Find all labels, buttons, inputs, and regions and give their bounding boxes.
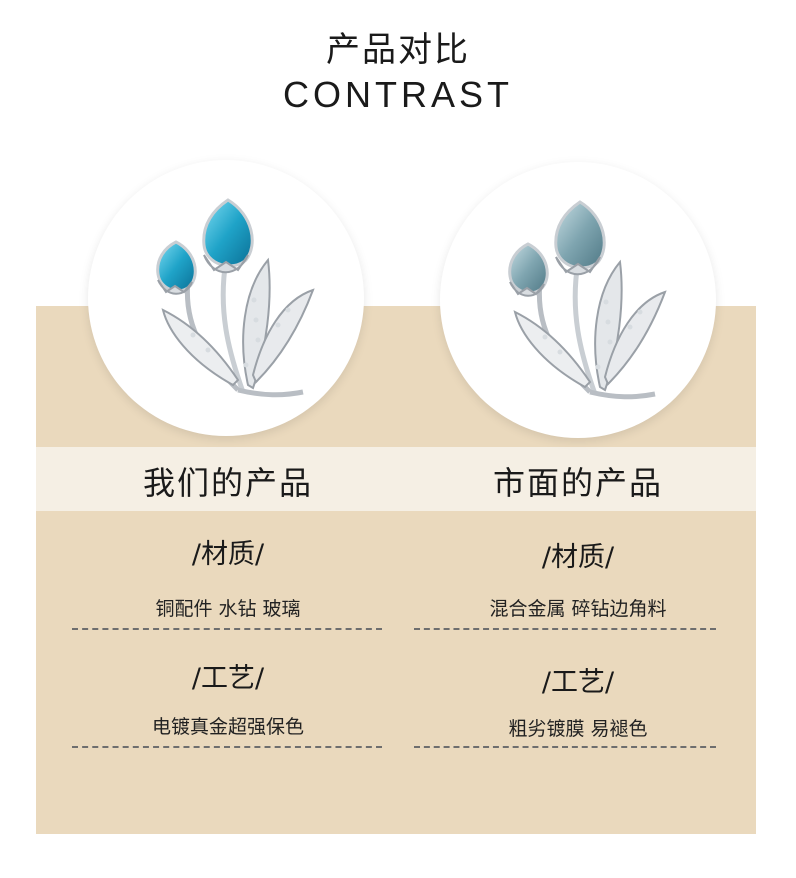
market-material-label: /材质/	[541, 542, 615, 573]
our-product-heading: 我们的产品	[142, 464, 313, 502]
title-en: CONTRAST	[283, 74, 513, 115]
our-craft-value: 电镀真金超强保色	[151, 716, 304, 738]
market-product-image	[440, 162, 716, 438]
market-material-value: 混合金属 碎钻边角料	[489, 598, 667, 620]
market-product-heading: 市面的产品	[492, 464, 663, 502]
heading-band	[36, 447, 756, 511]
market-craft-label: /工艺/	[541, 667, 615, 698]
pale-brooch-icon	[508, 200, 667, 400]
market-craft-divider	[414, 746, 716, 748]
market-material-divider	[414, 628, 716, 630]
title-cn: 产品对比	[326, 30, 470, 70]
our-craft-label: /工艺/	[191, 663, 265, 694]
our-craft-divider	[72, 746, 382, 748]
our-material-divider	[72, 628, 382, 630]
market-craft-value: 粗劣镀膜 易褪色	[508, 718, 648, 740]
our-product-image	[88, 160, 364, 436]
blue-brooch-icon	[156, 198, 315, 398]
our-material-value: 铜配件 水钻 玻璃	[155, 598, 301, 620]
our-material-label: /材质/	[191, 539, 265, 570]
